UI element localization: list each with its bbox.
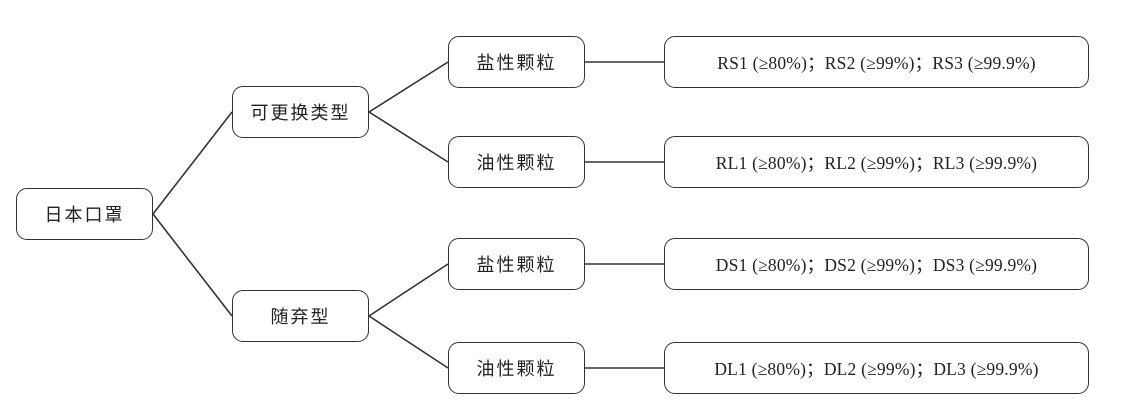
particle-node-replaceable-oil: 油性颗粒 [448,136,585,188]
edge-root-disposable [152,213,233,317]
branch-node-replaceable: 可更换类型 [232,86,369,138]
edge-disposable-salt [368,263,449,317]
particle-node-disposable-oil: 油性颗粒 [448,342,585,394]
edge-root-replaceable [152,111,233,215]
branch-node-disposable: 随弃型 [232,290,369,342]
particle-node-disposable-salt: 盐性颗粒 [448,238,585,290]
spec-node-rs: RS1 (≥80%)；RS2 (≥99%)；RS3 (≥99.9%) [664,36,1089,88]
spec-node-rl: RL1 (≥80%)；RL2 (≥99%)；RL3 (≥99.9%) [664,136,1089,188]
spec-node-ds: DS1 (≥80%)；DS2 (≥99%)；DS3 (≥99.9%) [664,238,1089,290]
root-node: 日本口罩 [16,188,153,240]
edge-replaceable-salt [368,61,449,113]
spec-node-dl: DL1 (≥80%)；DL2 (≥99%)；DL3 (≥99.9%) [664,342,1089,394]
edge-disposable-oil [368,315,449,369]
edge-replaceable-oil [368,111,449,163]
particle-node-replaceable-salt: 盐性颗粒 [448,36,585,88]
